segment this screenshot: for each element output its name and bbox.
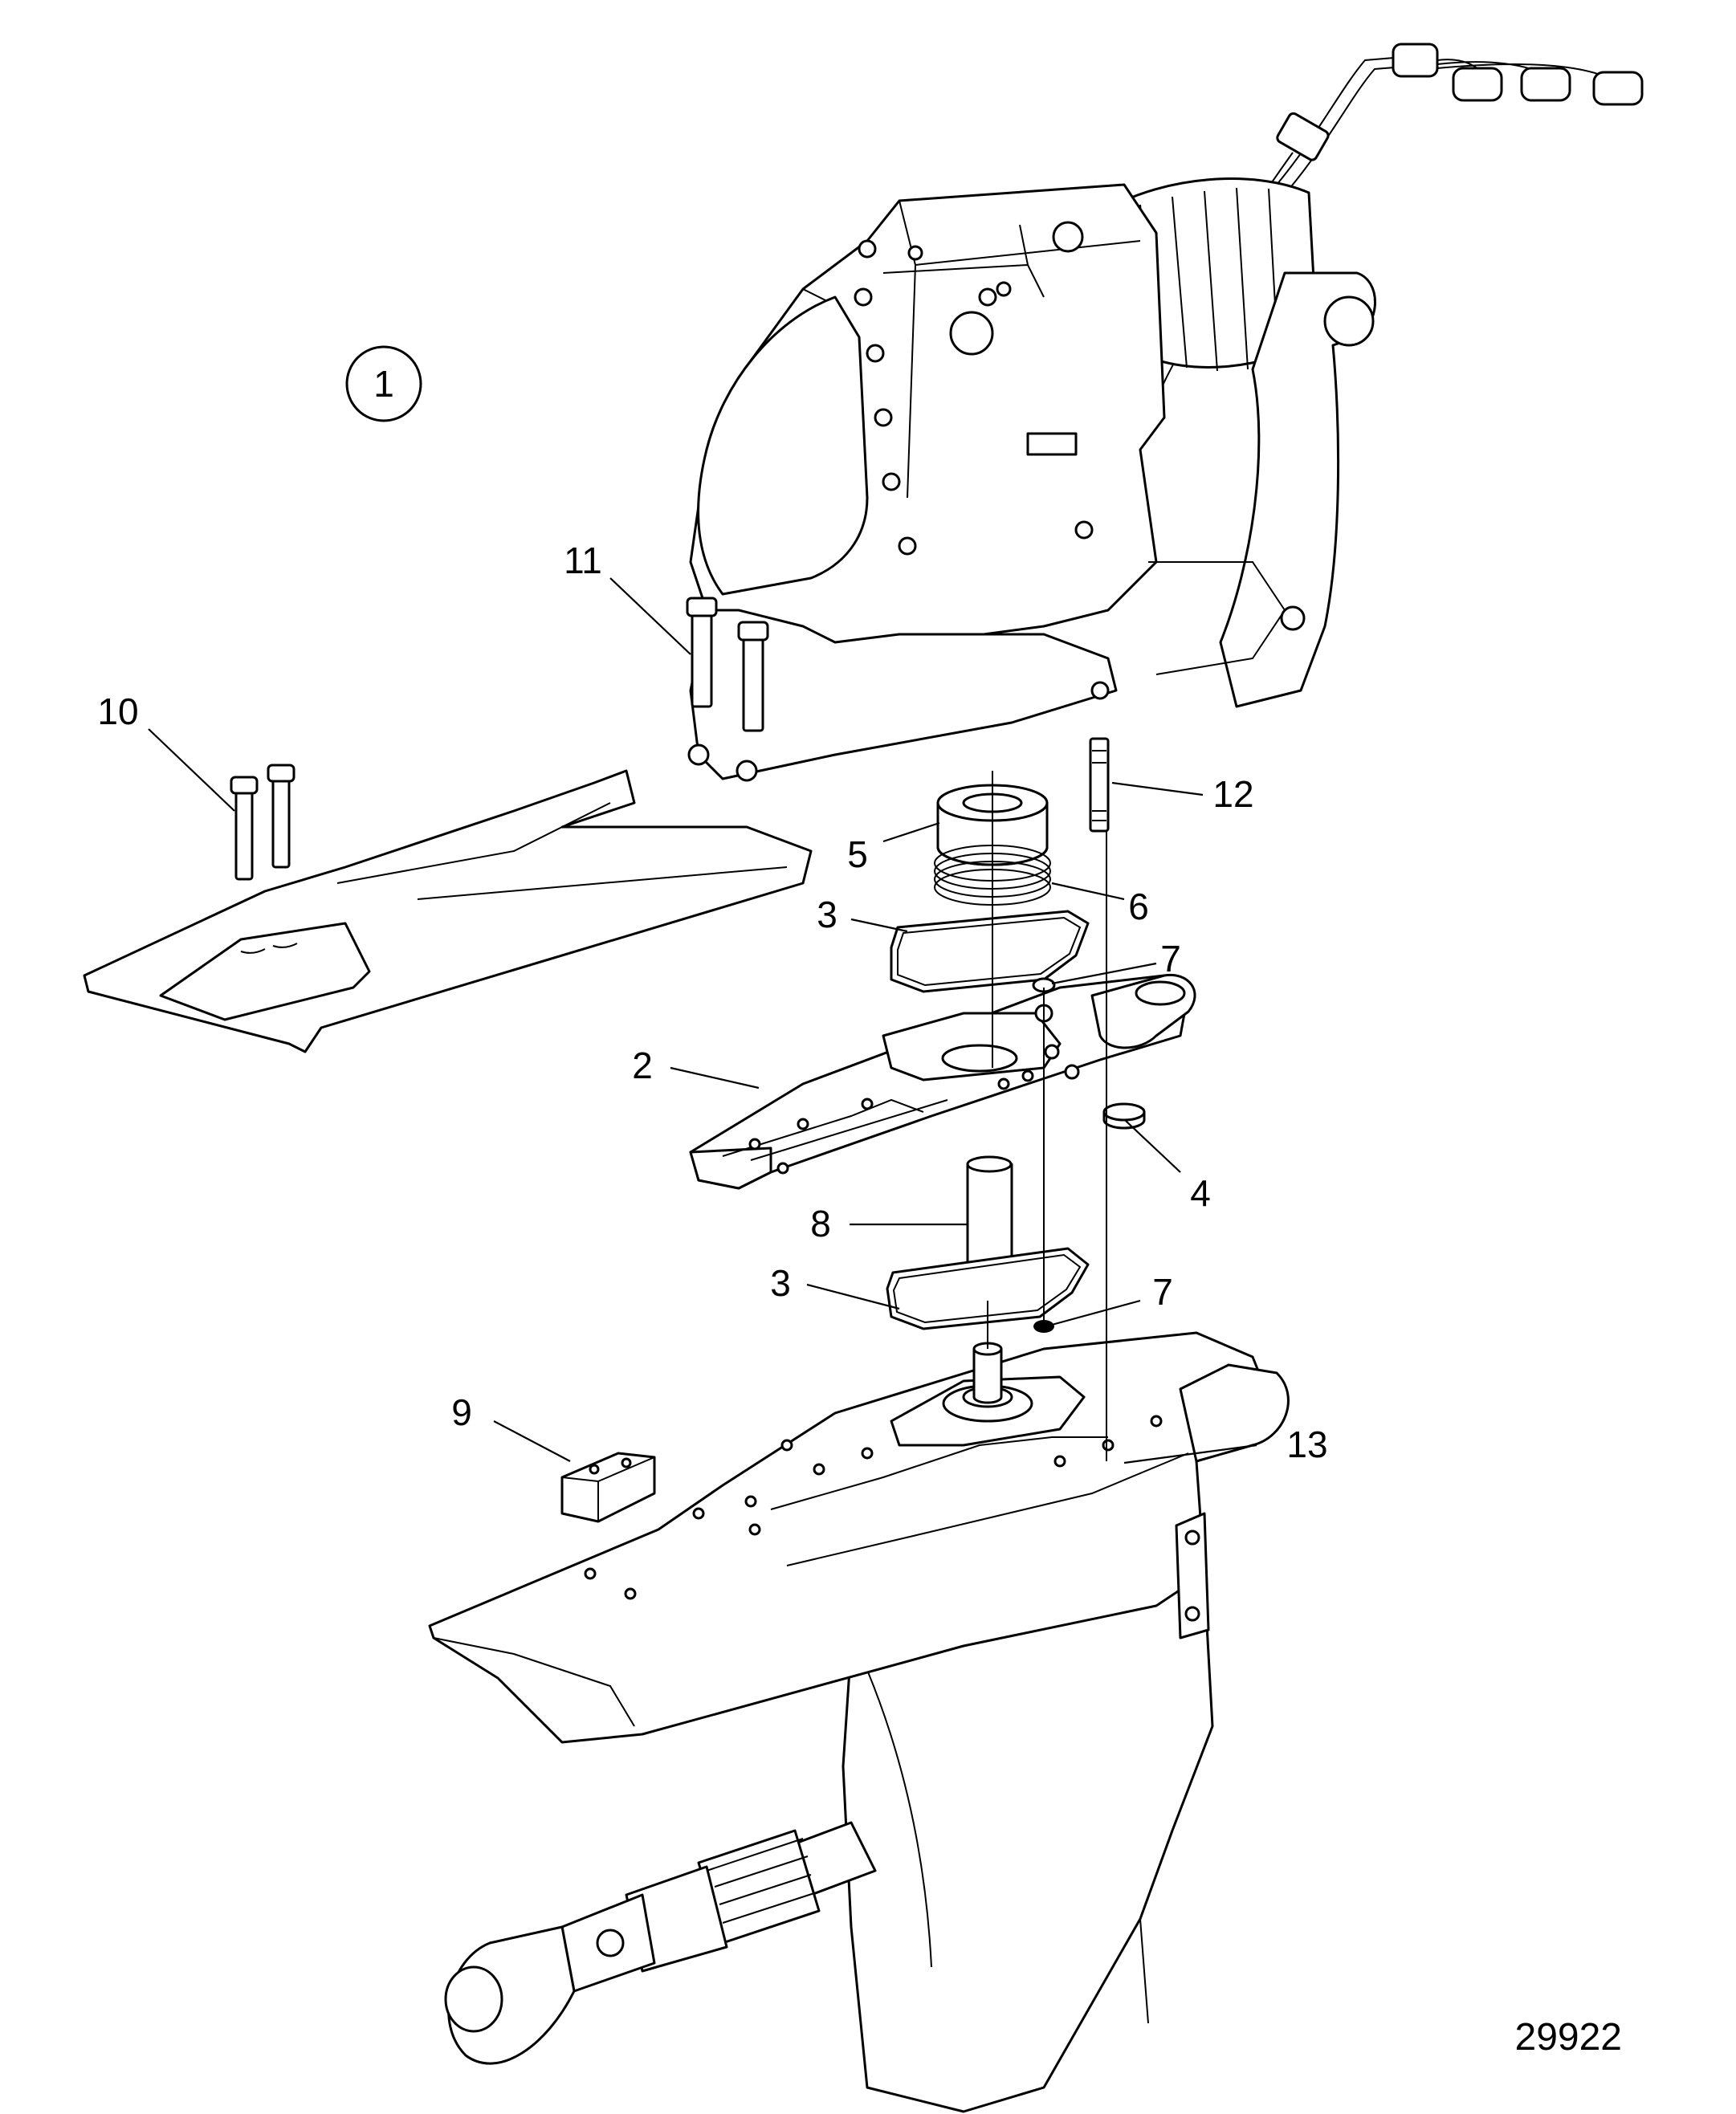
- lower-gear-housing: [428, 1331, 1290, 2113]
- reference-number: 29922: [1515, 2016, 1622, 2059]
- callout-6: 6: [1128, 886, 1149, 927]
- callout-12: 12: [1212, 773, 1253, 815]
- callout-3-upper: 3: [817, 894, 837, 935]
- leader-lines: [148, 577, 1257, 1464]
- callout-7-upper: 7: [1160, 938, 1181, 980]
- gasket-item-3-lower: [886, 1247, 1090, 1330]
- bolts-item-10: [230, 764, 295, 881]
- stud-item-12: [1089, 737, 1110, 833]
- callout-3-lower: 3: [770, 1262, 791, 1304]
- callout-4: 4: [1190, 1172, 1211, 1214]
- callout-10: 10: [97, 690, 138, 732]
- block-item-9: [560, 1452, 656, 1523]
- callout-2: 2: [632, 1045, 653, 1086]
- callout-labels: 11 10 12 5 6 3 7 2 4 8 3 7 9 13: [97, 540, 1327, 1465]
- callout-8: 8: [810, 1203, 831, 1244]
- callout-7-lower: 7: [1152, 1271, 1173, 1313]
- assembly-centerlines: [987, 771, 1107, 1461]
- callout-13: 13: [1286, 1424, 1327, 1465]
- bolts-item-11: [686, 597, 769, 732]
- view-number: 1: [373, 363, 394, 405]
- view-number-badge: 1: [345, 345, 422, 422]
- bushing-item-4: [1102, 1102, 1146, 1130]
- upper-gear-housing: [687, 43, 1644, 782]
- callout-5: 5: [847, 833, 868, 875]
- callout-9: 9: [451, 1391, 472, 1433]
- gasket-item-3-upper: [890, 910, 1090, 993]
- callout-11: 11: [564, 540, 602, 581]
- cover-plate: [83, 769, 813, 1053]
- intermediate-housing-item-2: [689, 973, 1196, 1190]
